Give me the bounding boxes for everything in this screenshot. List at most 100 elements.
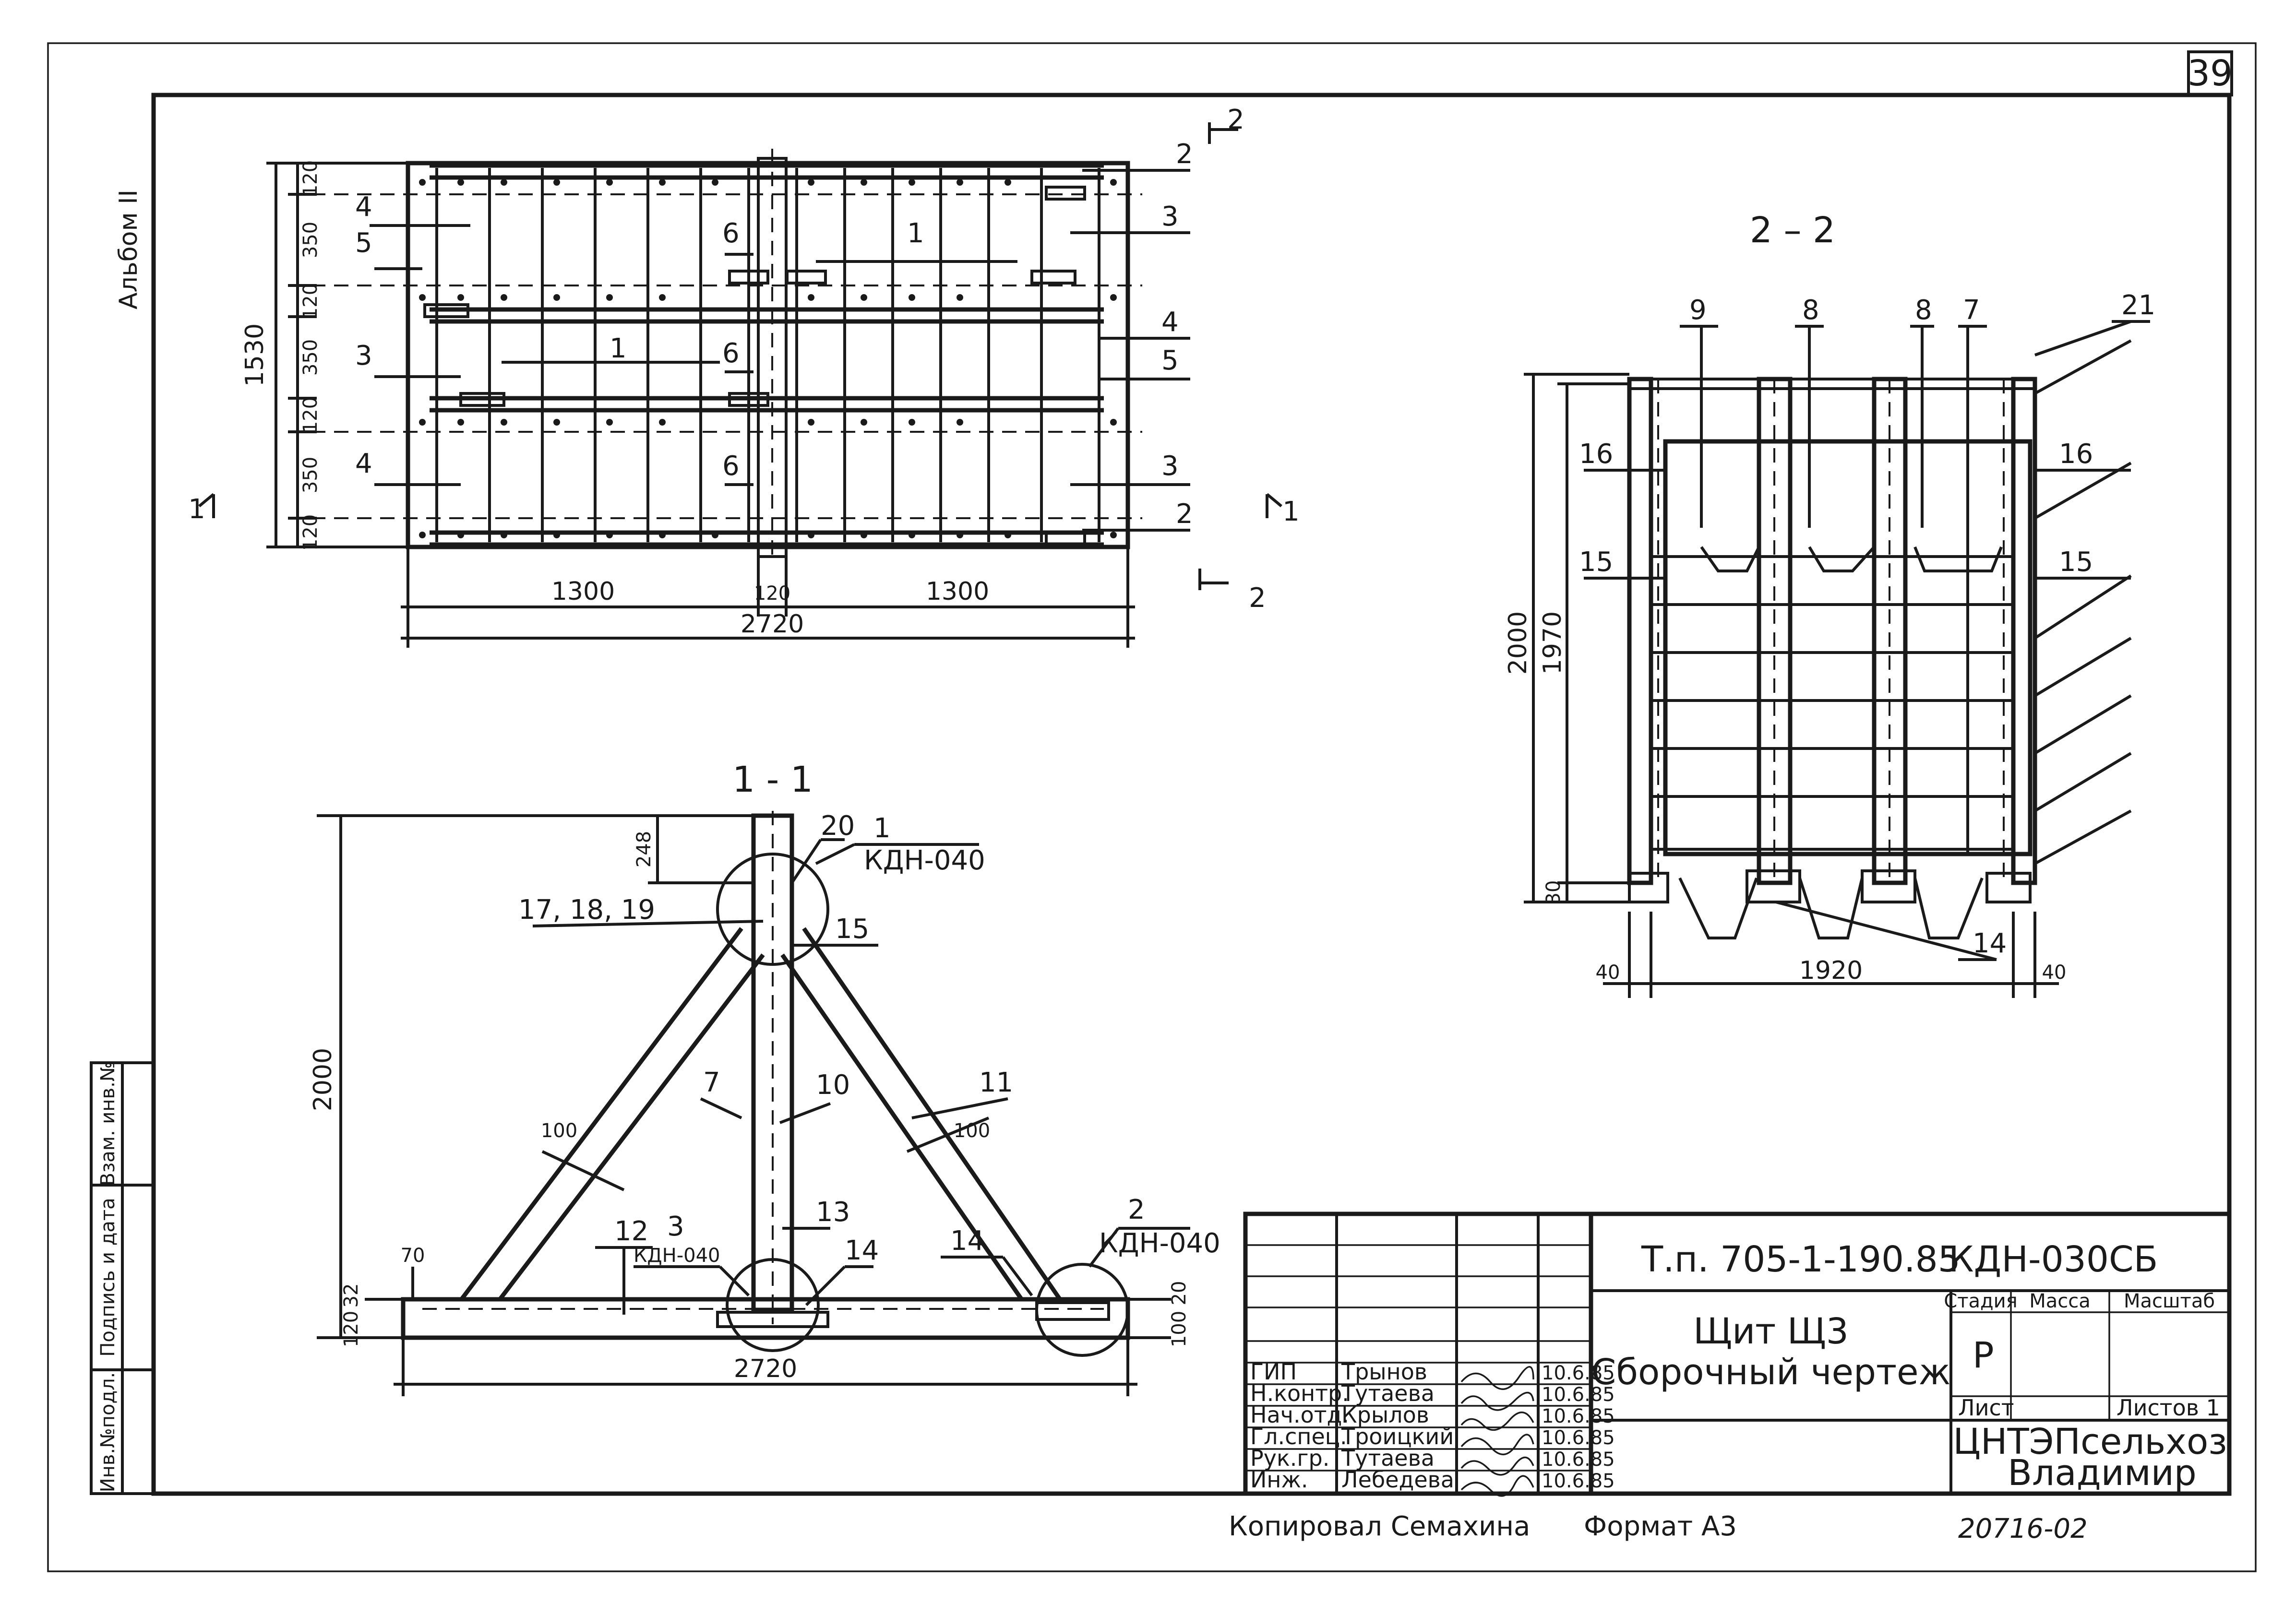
s22-callout-9: 9 [1689,295,1707,326]
tb-role-4: Гл.спец. [1250,1424,1347,1449]
plan-dim-350a: 350 [299,222,322,258]
tb-name-line1: Щит Щ3 [1693,1311,1849,1352]
tb-date-2: 10.6.85 [1542,1384,1615,1406]
s11-callout-14a: 14 [845,1235,879,1266]
s22-dim-30: 30 [1543,880,1565,905]
side-stamp: Инв.№подл. Подпись и дата Взам. инв.№ [90,1061,155,1495]
tb-stage-header: Стадия [1944,1290,2017,1312]
tb-date-1: 10.6.85 [1542,1362,1615,1384]
s11-ref-top: КДН-040 [864,845,985,876]
tb-sheets-label: Листов 1 [2117,1395,2220,1421]
s11-ref-left: КДН-040 [634,1245,720,1267]
s22-callout-16-right: 16 [2059,439,2093,470]
s22-callout-21: 21 [2121,290,2155,321]
s11-dim-100-right: 100 [1168,1311,1190,1347]
title-block: Т.п. 705-1-190.85 КДН-030СБ Щит Щ3 Сборо… [1243,1211,2232,1497]
sheet-number: 39 [2188,53,2233,94]
section-mark-1-right: 1 [1282,496,1300,527]
s11-callout-15: 15 [835,914,869,945]
tb-mass-header: Масса [2029,1290,2091,1312]
s11-callout-11: 11 [979,1067,1013,1098]
inner-frame [151,93,2232,1496]
s22-dim-40-right: 40 [2042,962,2067,984]
tb-stage: Р [1973,1335,1994,1376]
plan-callout-6-top: 6 [722,218,740,249]
album-label: Альбом II [114,190,143,309]
section-mark-1-left: 1 [188,494,205,525]
side-cell-sign: Подпись и дата [97,1198,119,1356]
s11-dim-2720: 2720 [734,1354,797,1383]
tb-drawing-code: КДН-030СБ [1949,1239,2158,1280]
section-mark-2-top: 2 [1227,104,1244,135]
s22-callout-14: 14 [1973,928,2007,959]
plan-callout-5-right: 5 [1161,345,1179,376]
section-mark-2-bottom: 2 [1249,582,1266,614]
plan-callout-5-left: 5 [355,227,372,259]
plan-callout-4-bottom: 4 [355,448,372,479]
side-cell-inv: Инв.№подл. [97,1372,119,1493]
s22-callout-16-left: 16 [1579,439,1613,470]
plan-callout-3-bottom: 3 [1161,451,1179,482]
s11-callout-1: 1 [873,813,891,844]
s22-callout-8b: 8 [1915,295,1932,326]
outer-frame [47,42,2257,1572]
section-2-2-title: 2 – 2 [1750,210,1835,251]
plan-dim-120a: 120 [299,160,322,197]
plan-callout-1-left: 1 [610,333,627,364]
tb-date-4: 10.6.85 [1542,1427,1615,1449]
tb-sheet-label: Лист [1958,1395,2014,1421]
s11-dim-70: 70 [401,1245,425,1267]
plan-callout-6-bottom: 6 [722,451,740,482]
plan-dim-1300-right: 1300 [926,577,989,606]
plan-dim-350c: 350 [299,457,322,493]
tb-name-6: Лебедева [1341,1467,1454,1493]
tb-org-line2: Владимир [2008,1452,2197,1494]
tb-doc-code: Т.п. 705-1-190.85 [1641,1239,1961,1280]
plan-dim-2720: 2720 [741,610,804,639]
s11-callout-10: 10 [816,1069,850,1101]
tb-scale-header: Масштаб [2124,1290,2215,1312]
s22-dim-40-left: 40 [1596,962,1620,984]
s11-dim-32: 32 [340,1283,362,1308]
plan-dim-120-mid: 120 [754,582,790,605]
section-1-1-title: 1 - 1 [732,759,813,800]
tb-name-4: Троицкий [1341,1424,1454,1449]
s11-callout-2: 2 [1128,1194,1145,1225]
plan-callout-4-top: 4 [355,191,372,223]
s22-dim-2000: 2000 [1504,611,1532,675]
tb-name-5: Тутаева [1341,1445,1435,1471]
tb-name-1: Трынов [1341,1359,1427,1385]
s11-callout-7: 7 [703,1067,720,1098]
s22-callout-15-left: 15 [1579,546,1613,578]
s11-callout-14b: 14 [950,1225,984,1257]
s11-callout-13: 13 [816,1197,850,1228]
plan-view: 1530 120 350 120 350 120 350 120 1300 12… [188,104,1300,648]
plan-dim-120c: 120 [299,397,322,433]
s22-dim-1970: 1970 [1538,611,1567,675]
signature-marks [1460,1366,1534,1497]
s22-callout-8a: 8 [1802,295,1819,326]
plan-callout-6-mid: 6 [722,338,740,369]
s11-dim-2000: 2000 [309,1048,337,1111]
tb-name-line2: Сборочный чертеж [1591,1352,1951,1393]
s11-callout-20: 20 [821,810,855,842]
tb-role-6: Инж. [1250,1467,1308,1493]
tb-role-3: Нач.отд. [1250,1402,1349,1428]
tb-date-6: 10.6.85 [1542,1470,1615,1492]
plan-dim-1300-left: 1300 [551,577,615,606]
footer-copied: Копировал Семахина [1229,1511,1530,1542]
s11-callout-17-18-19: 17, 18, 19 [518,894,655,926]
plan-dim-350b: 350 [299,339,322,376]
s22-callout-7: 7 [1963,295,1980,326]
tb-role-2: Н.контр. [1250,1380,1349,1406]
plan-callout-3-top: 3 [1161,201,1179,232]
tb-date-3: 10.6.85 [1542,1405,1615,1427]
s11-callout-12: 12 [614,1216,648,1247]
tb-date-5: 10.6.85 [1542,1449,1615,1471]
s11-ref-right: КДН-040 [1099,1228,1220,1259]
s22-dim-1920: 1920 [1799,956,1863,985]
plan-callout-2-bottom: 2 [1176,499,1193,530]
tb-org-line1: ЦНТЭПсельхоз [1953,1421,2227,1462]
plan-dim-120b: 120 [299,283,322,320]
